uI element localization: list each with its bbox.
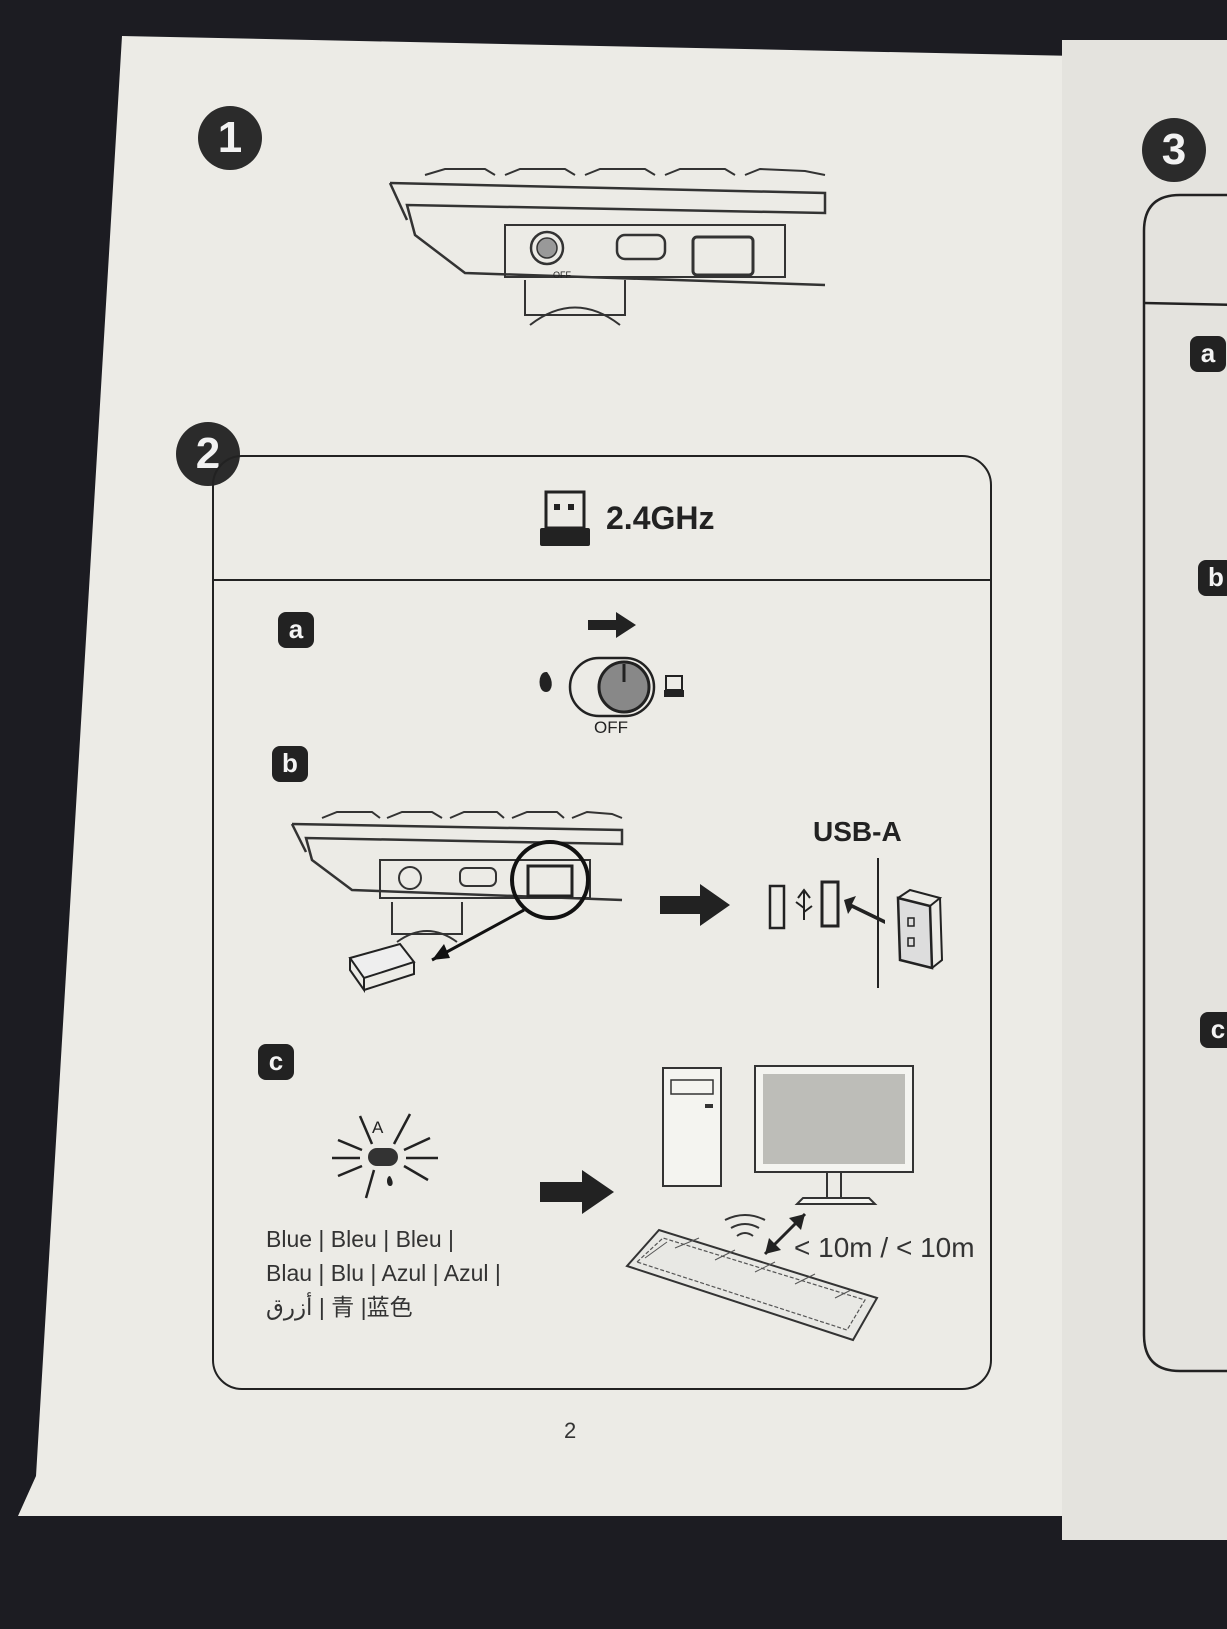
keyboard-dongle-removal-illustration <box>290 810 624 994</box>
led-letter-label: A <box>372 1118 384 1137</box>
arrow-right-icon <box>660 884 730 926</box>
mode-title: 2.4GHz <box>606 500 715 536</box>
substep-b-badge: b <box>272 746 308 782</box>
led-color-names: Blue | Bleu | Bleu | Blau | Blu | Azul |… <box>266 1222 501 1324</box>
power-switch-illustration <box>539 656 684 718</box>
panel-divider <box>214 579 990 581</box>
step-2-panel <box>212 455 992 1390</box>
color-line-1: Blue | Bleu | Bleu | <box>266 1226 454 1252</box>
usb-dongle-icon <box>540 490 590 546</box>
computer-setup-illustration <box>625 1065 914 1342</box>
adjacent-substep-a-badge: a <box>1190 336 1226 372</box>
usb-port-insertion-illustration <box>768 858 944 988</box>
adjacent-substep-b-badge: b <box>1198 560 1227 596</box>
page-number: 2 <box>564 1418 577 1443</box>
adjacent-substep-c-badge: c <box>1200 1012 1227 1048</box>
color-line-3: أزرق | 青 |蓝色 <box>266 1294 413 1320</box>
adjacent-panel-outline <box>1142 193 1227 1373</box>
step1-off-label: OFF <box>553 270 571 280</box>
keyboard-side-illustration <box>388 167 827 326</box>
step-3-badge: 3 <box>1142 118 1206 182</box>
substep-c-badge: c <box>258 1044 294 1080</box>
manual-page <box>18 36 1078 1516</box>
switch-off-label: OFF <box>594 718 628 737</box>
color-line-2: Blau | Blu | Azul | Azul | <box>266 1260 501 1286</box>
arrow-right-icon <box>540 1170 614 1214</box>
usb-a-label: USB-A <box>813 816 902 847</box>
step-1-badge: 1 <box>198 106 262 170</box>
substep-a-badge: a <box>278 612 314 648</box>
led-blinking-icon <box>332 1113 438 1199</box>
arrow-right-icon <box>588 612 636 638</box>
range-label: < 10m / < 10m <box>794 1232 975 1263</box>
